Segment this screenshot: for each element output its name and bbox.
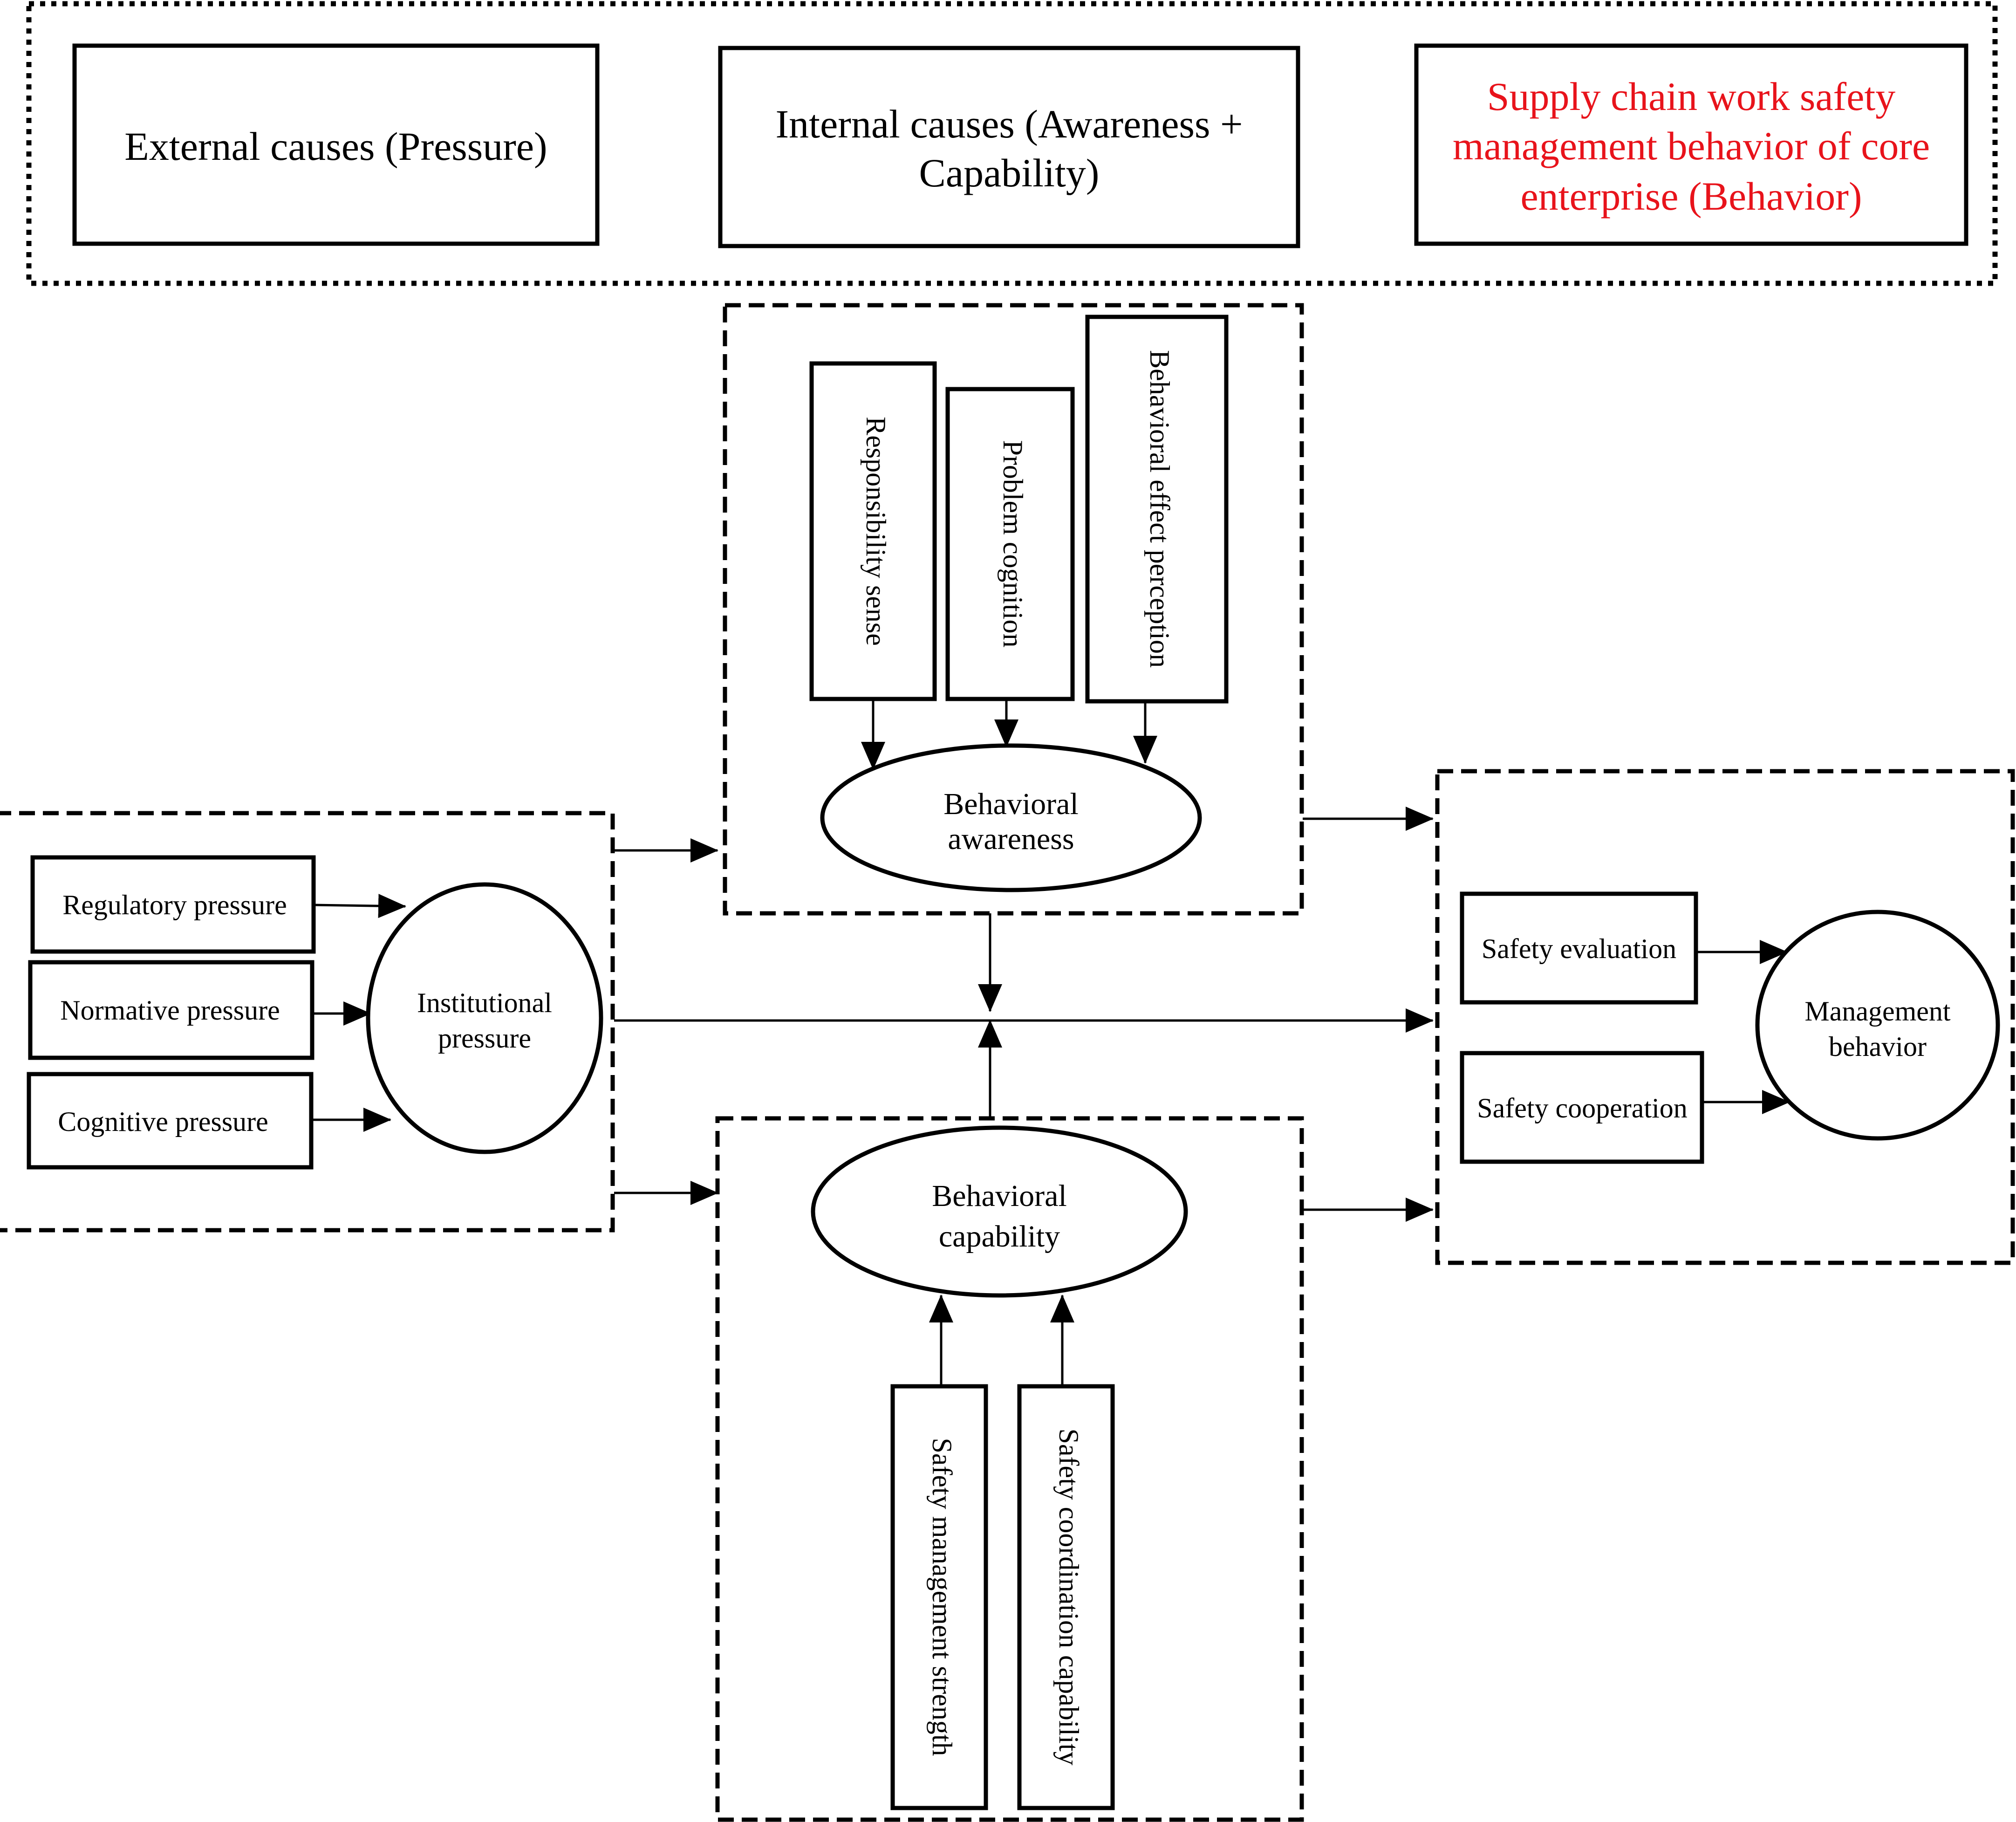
factor-box-safety-evaluation (1460, 891, 1698, 1005)
factor-label-regulatory-pressure: Regulatory pressure (62, 890, 287, 920)
factor-box-regulatory-pressure (30, 855, 316, 954)
factor-label-safety-management-strength: Safety management strength (927, 1438, 957, 1756)
behavioral-awareness-label-line2: awareness (948, 822, 1074, 856)
internal-causes-box (718, 46, 1300, 248)
factor-label-safety-cooperation: Safety cooperation (1477, 1093, 1688, 1123)
institutional-pressure-label-line2: pressure (438, 1023, 531, 1054)
behavioral-capability-label-line1: Behavioral (932, 1179, 1067, 1213)
factor-label-problem-cognition: Problem cognition (998, 440, 1028, 648)
management-behavior-node (1755, 910, 2000, 1141)
header-section: External causes (Pressure) Internal caus… (26, 1, 1998, 286)
capability-group-frame (715, 1116, 1304, 1822)
behavior-group-frame (1435, 769, 2015, 1265)
header-frame (26, 1, 1998, 286)
behavioral-capability-label-line2: capability (939, 1219, 1060, 1253)
factor-box-normative-pressure (28, 960, 314, 1060)
capability-group: Behavioral capability Safety management … (715, 1116, 1304, 1822)
external-causes-box (72, 43, 600, 246)
connectors (614, 807, 1434, 1222)
behavior-box (1414, 43, 1968, 246)
factor-box-responsibility-sense (809, 361, 937, 701)
behavior-group: Safety evaluation Safety cooperation Man… (1435, 769, 2015, 1265)
factor-label-cognitive-pressure: Cognitive pressure (58, 1106, 268, 1137)
management-behavior-label-line2: behavior (1829, 1031, 1927, 1062)
factor-box-safety-cooperation (1460, 1051, 1704, 1164)
pressure-group-frame (0, 811, 615, 1233)
behavioral-awareness-node (820, 743, 1202, 892)
behavioral-capability-node (811, 1125, 1188, 1298)
external-causes-label: External causes (Pressure) (124, 124, 547, 169)
factor-box-safety-management-strength (890, 1384, 988, 1810)
factor-box-safety-coordination-capability (1017, 1384, 1115, 1810)
institutional-pressure-label-line1: Institutional (417, 987, 552, 1018)
factor-label-safety-evaluation: Safety evaluation (1482, 933, 1676, 964)
management-behavior-label-line1: Management (1804, 996, 1951, 1027)
arrow-regulatory-to-institutional (313, 894, 406, 918)
behavior-label-line2: management behavior of core (1453, 123, 1930, 168)
pressure-group: Regulatory pressure Normative pressure C… (0, 811, 615, 1233)
factor-box-behavioral-effect-perception (1085, 315, 1229, 704)
factor-label-safety-coordination-capability: Safety coordination capability (1053, 1428, 1084, 1765)
internal-causes-label-line1: Internal causes (Awareness + (776, 102, 1243, 146)
internal-causes-label-line2: Capability) (919, 151, 1100, 195)
behavioral-awareness-label-line1: Behavioral (943, 787, 1079, 821)
factor-label-behavioral-effect-perception: Behavioral effect perception (1144, 350, 1175, 668)
awareness-group-frame (723, 303, 1304, 916)
behavior-label-line3: enterprise (Behavior) (1520, 174, 1862, 219)
factor-box-problem-cognition (945, 387, 1075, 701)
behavior-label-line1: Supply chain work safety (1487, 74, 1896, 119)
factor-label-responsibility-sense: Responsibility sense (861, 417, 891, 646)
factor-label-normative-pressure: Normative pressure (60, 995, 280, 1026)
awareness-group: Responsibility sense Problem cognition B… (723, 303, 1304, 916)
institutional-pressure-node (366, 882, 603, 1154)
factor-box-cognitive-pressure (27, 1072, 314, 1170)
